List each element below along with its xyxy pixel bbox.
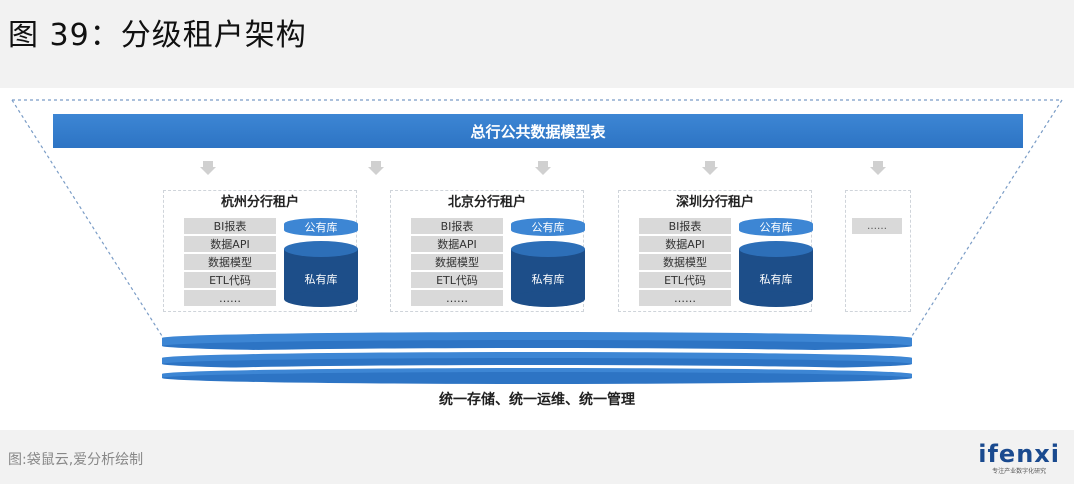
arrow-down-icon — [702, 161, 718, 175]
more-tenants-ellipsis: …… — [852, 218, 902, 234]
arrow-down-icon — [870, 161, 886, 175]
public-db: 公有库 — [511, 218, 585, 236]
source-note: 图:袋鼠云,爱分析绘制 — [8, 452, 144, 468]
shared-model-banner: 总行公共数据模型表 — [53, 114, 1023, 148]
private-db-cylinder: 私有库 — [511, 241, 585, 307]
storage-stack — [162, 332, 912, 384]
more-tenants-box: …… — [845, 190, 911, 312]
arrow-down-icon — [368, 161, 384, 175]
tenant-item: 数据模型 — [411, 254, 503, 270]
tenant-item: BI报表 — [639, 218, 731, 234]
funnel-outline — [11, 99, 1063, 337]
tenant-item: 数据模型 — [184, 254, 276, 270]
tenant-item: ETL代码 — [184, 272, 276, 288]
arrow-down-icon — [200, 161, 216, 175]
public-db: 公有库 — [739, 218, 813, 236]
tenant-item: 数据API — [184, 236, 276, 252]
logo-text: ifenxi — [978, 440, 1060, 468]
tenant-item: 数据API — [411, 236, 503, 252]
tenant-box-beijing: 北京分行租户 BI报表 数据API 数据模型 ETL代码 …… 公有库 私有库 — [390, 190, 585, 312]
tenant-box-hangzhou: 杭州分行租户 BI报表 数据API 数据模型 ETL代码 …… 公有库 私有库 — [163, 190, 358, 312]
tenant-item: …… — [184, 290, 276, 306]
tenant-item: BI报表 — [184, 218, 276, 234]
private-db-label: 私有库 — [531, 273, 565, 286]
private-db-cylinder: 私有库 — [284, 241, 358, 307]
tenant-item: 数据API — [639, 236, 731, 252]
arrow-down-icon — [535, 161, 551, 175]
tenant-item: BI报表 — [411, 218, 503, 234]
tenant-box-shenzhen: 深圳分行租户 BI报表 数据API 数据模型 ETL代码 …… 公有库 私有库 — [618, 190, 813, 312]
public-db: 公有库 — [284, 218, 358, 236]
private-db-label: 私有库 — [759, 273, 793, 286]
tenant-item: ETL代码 — [411, 272, 503, 288]
logo-subtitle: 专注产业数字化研究 — [992, 468, 1047, 475]
diagram-canvas: 总行公共数据模型表 杭州分行租户 BI报表 数据API 数据模型 ETL代码 …… — [0, 88, 1074, 430]
private-db-cylinder: 私有库 — [739, 241, 813, 307]
tenant-item: …… — [411, 290, 503, 306]
tenant-item: …… — [639, 290, 731, 306]
ifenxi-logo: ifenxi 专注产业数字化研究 — [978, 440, 1060, 475]
private-db-label: 私有库 — [304, 273, 338, 286]
tenant-title: 杭州分行租户 — [220, 195, 299, 210]
tenant-title: 北京分行租户 — [447, 195, 526, 210]
tenant-item: 数据模型 — [639, 254, 731, 270]
storage-label: 统一存储、统一运维、统一管理 — [439, 392, 635, 408]
page-title: 图 39：分级租户架构 — [8, 18, 307, 53]
tenant-item: ETL代码 — [639, 272, 731, 288]
tenant-title: 深圳分行租户 — [675, 195, 754, 210]
